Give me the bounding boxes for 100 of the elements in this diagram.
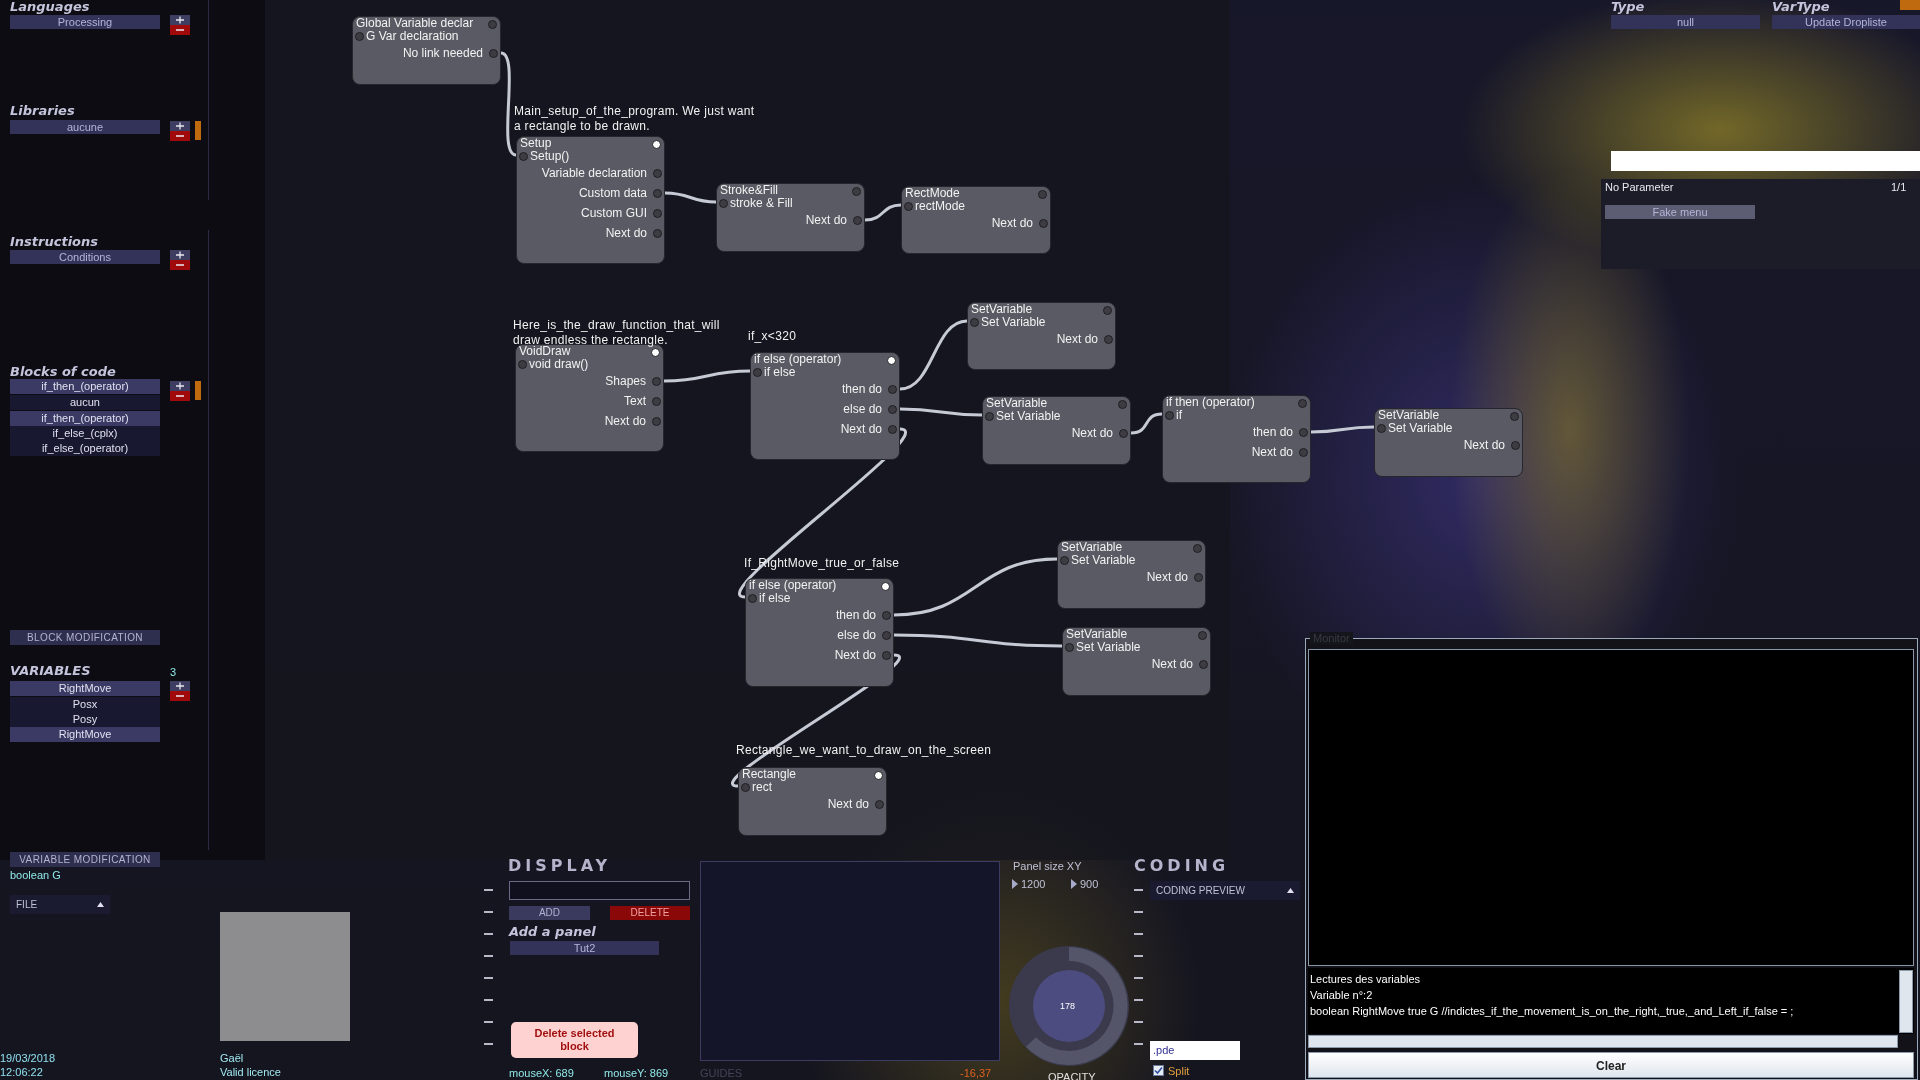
port-label: Shapes	[605, 375, 646, 388]
panel-heading: DISPLAY	[508, 858, 612, 874]
block-title: SetVariable	[971, 303, 1033, 316]
connector-wire	[1309, 425, 1376, 434]
list-item: if_else_(cplx)	[10, 426, 160, 441]
port-label: Next do	[1251, 446, 1293, 459]
block-title: Rectangle	[742, 768, 797, 781]
counter-text: 3	[170, 666, 177, 678]
block-title: if else (operator)	[749, 579, 837, 592]
list-item: if_then_(operator)	[10, 411, 160, 426]
block-comment: Main_setup_of_the_program. We just want a rectangle to be drawn.	[514, 104, 756, 134]
block-title: RectMode	[905, 187, 960, 200]
list-item: Posx	[10, 697, 160, 712]
code-block	[716, 183, 865, 252]
section-heading: Libraries	[10, 104, 75, 118]
port-label: Next do	[805, 214, 847, 227]
section-heading: Type	[1611, 0, 1645, 14]
code-block	[352, 16, 501, 85]
list-item: if_then_(operator)	[10, 379, 160, 394]
section-heading: Blocks of code	[10, 365, 116, 379]
variable-type-text: boolean G	[10, 869, 61, 881]
licence-status: Valid licence	[220, 1066, 281, 1078]
block-subtitle: G Var declaration	[366, 30, 459, 43]
block-subtitle: Set Variable	[1388, 422, 1453, 435]
code-block	[745, 578, 894, 687]
connector-wire	[898, 319, 969, 391]
menu-item: Fake menu	[1605, 205, 1755, 219]
connector-wire	[737, 427, 908, 599]
console-line: Lectures des variables	[1310, 973, 1421, 985]
panel-size-label: Panel size XY	[1013, 860, 1082, 872]
code-block	[516, 136, 665, 264]
code-block	[982, 396, 1131, 465]
port-label: No link needed	[402, 47, 483, 60]
connector-wire	[1129, 412, 1164, 435]
port-label: Next do	[827, 798, 869, 811]
port-label: Next do	[840, 423, 882, 436]
port-label: Custom GUI	[581, 207, 647, 220]
port-label: Next do	[834, 649, 876, 662]
knob-value: 178	[1060, 1001, 1076, 1011]
connector-wire	[863, 203, 903, 222]
port-label: Next do	[1146, 571, 1188, 584]
port-label: else do	[837, 629, 876, 642]
block-title: Setup	[520, 137, 552, 150]
mouse-x-readout: mouseX: 689	[509, 1067, 574, 1079]
block-comment: if_x<320	[748, 329, 798, 344]
section-heading: Add a panel	[509, 925, 596, 939]
port-label: then do	[841, 383, 882, 396]
block-subtitle: if else	[764, 366, 796, 379]
block-subtitle: rectMode	[915, 200, 966, 213]
port-label: Next do	[1151, 658, 1193, 671]
port-label: Custom data	[578, 187, 647, 200]
split-label: Split	[1168, 1065, 1190, 1077]
block-subtitle: rect	[752, 781, 772, 794]
file-dropdown: FILE	[10, 895, 110, 914]
clear-button: Clear	[1308, 1052, 1914, 1078]
dropdown-field: Conditions	[10, 250, 160, 264]
port-label: Next do	[604, 415, 646, 428]
port-label: Next do	[991, 217, 1033, 230]
block-title: Stroke&Fill	[720, 184, 778, 197]
section-heading: VarType	[1772, 0, 1830, 14]
add-button: ADD	[509, 906, 590, 920]
port-label: then do	[1252, 426, 1293, 439]
code-block	[1057, 540, 1206, 609]
user-name: Gaël	[220, 1052, 244, 1064]
delete-block-button: Delete selected block	[511, 1022, 638, 1058]
block-subtitle: stroke & Fill	[730, 197, 793, 210]
port-label: else do	[843, 403, 882, 416]
block-subtitle: if	[1176, 409, 1182, 422]
block-title: Global Variable declar	[356, 17, 474, 30]
list-item: if_else_(operator)	[10, 441, 160, 456]
connector-wire	[892, 557, 1059, 617]
height-value: 900	[1080, 878, 1099, 890]
file-extension-field: .pde	[1150, 1041, 1240, 1060]
width-value: 1200	[1021, 878, 1046, 890]
port-label: Next do	[605, 227, 647, 240]
block-title: SetVariable	[986, 397, 1048, 410]
guides-label: GUIDES	[700, 1067, 743, 1079]
connector-wire	[499, 51, 518, 157]
block-subtitle: Set Variable	[996, 410, 1061, 423]
dropdown-field: Update Dropliste	[1772, 15, 1920, 29]
block-subtitle: Setup()	[530, 150, 570, 163]
list-item: aucun	[10, 395, 160, 410]
block-title: if else (operator)	[754, 353, 842, 366]
code-block	[1374, 408, 1523, 477]
block-subtitle: Set Variable	[1076, 641, 1141, 654]
dropdown-field: aucune	[10, 120, 160, 134]
block-comment: Here_is_the_draw_function_that_will draw endless the rectangle.	[513, 318, 721, 347]
section-button: BLOCK MODIFICATION	[10, 630, 160, 645]
code-block	[901, 186, 1051, 254]
section-heading: Instructions	[10, 235, 98, 249]
code-block	[967, 302, 1116, 370]
section-heading: Languages	[10, 0, 90, 14]
block-title: SetVariable	[1378, 409, 1440, 422]
block-subtitle: if else	[759, 592, 791, 605]
block-title: if then (operator)	[1166, 396, 1255, 409]
code-block	[1162, 395, 1311, 483]
list-item: RightMove	[10, 727, 160, 742]
code-block	[1062, 627, 1211, 696]
offset-readout: -16,37	[960, 1067, 992, 1079]
block-title: VoidDraw	[519, 345, 571, 358]
